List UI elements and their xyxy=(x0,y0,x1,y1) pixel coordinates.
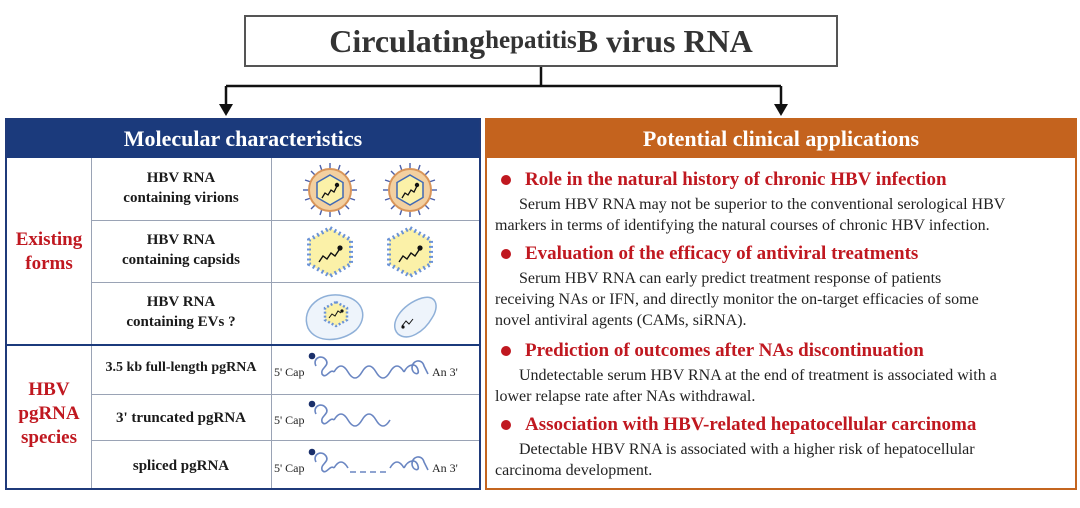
tail-label: An 3' xyxy=(432,365,458,379)
bullet-icon xyxy=(501,420,511,430)
illustrations xyxy=(302,162,438,341)
application-heading: Evaluation of the efficacy of antiviral … xyxy=(495,242,1067,266)
spliced-strand-3 xyxy=(389,461,405,469)
group-label-pgrna-species: HBV pgRNA species xyxy=(7,378,91,450)
row-label-capsids: HBV RNA containing capsids xyxy=(91,230,271,270)
application-line: receiving NAs or IFN, and directly monit… xyxy=(495,291,979,308)
truncated-strand xyxy=(333,413,391,427)
clinical-applications-panel: Potential clinical applications Role in … xyxy=(485,118,1077,490)
application-antiviral-efficacy: Evaluation of the efficacy of antiviral … xyxy=(495,242,1067,331)
application-nas-discontinuation: Prediction of outcomes after NAs discont… xyxy=(495,339,1067,407)
cap-dot-icon xyxy=(308,400,316,408)
group-label-line: HBV xyxy=(28,379,70,400)
capsid-icon xyxy=(387,226,433,278)
tail-label: An 3' xyxy=(432,461,458,475)
grid-hline-3 xyxy=(91,394,479,395)
row-label-line: containing capsids xyxy=(122,252,240,268)
title-part-1: Circulating xyxy=(329,22,486,59)
molecular-characteristics-panel: Molecular characteristics Existing forms… xyxy=(5,118,481,490)
molecular-characteristics-header: Molecular characteristics xyxy=(7,120,479,158)
cap-dot-icon xyxy=(308,448,316,456)
stem-loop-icon xyxy=(314,404,335,425)
bullet-icon xyxy=(501,249,511,259)
row-label-line: containing virions xyxy=(123,190,239,206)
cap-label: 5' Cap xyxy=(274,413,305,427)
pgrna-schematics: 5' Cap An 3' 5' Cap 5' Cap An 3' xyxy=(274,352,458,475)
stem-loop-icon xyxy=(403,360,429,375)
characteristics-table: Existing forms HBV pgRNA species HBV RNA… xyxy=(7,158,479,488)
bullet-icon xyxy=(501,346,511,356)
row-label-spliced-pgrna: spliced pgRNA xyxy=(132,458,230,474)
connector-arrows xyxy=(219,67,788,116)
application-line: lower relapse rate after NAs withdrawal. xyxy=(495,388,756,405)
capsid-icon xyxy=(307,226,353,278)
row-label-full-length-pgrna: 3.5 kb full-length pgRNA xyxy=(105,360,257,375)
full-length-strand xyxy=(333,365,405,379)
stem-loop-icon xyxy=(314,356,335,377)
application-heading-text: Prediction of outcomes after NAs discont… xyxy=(525,340,924,361)
grid-vline-2 xyxy=(271,158,272,488)
group-label-line: forms xyxy=(25,253,73,274)
application-heading-text: Association with HBV-related hepatocellu… xyxy=(525,414,977,435)
group-label-line: pgRNA xyxy=(18,403,80,424)
extracellular-vesicle-icon xyxy=(393,296,437,338)
application-heading-text: Evaluation of the efficacy of antiviral … xyxy=(525,243,919,264)
application-natural-history: Role in the natural history of chronic H… xyxy=(495,168,1067,236)
row-label-line: HBV RNA xyxy=(146,294,216,310)
group-label-line: species xyxy=(21,427,77,448)
application-body: Undetectable serum HBV RNA at the end of… xyxy=(495,365,1067,407)
row-label-virions: HBV RNA containing virions xyxy=(91,168,271,208)
group-separator xyxy=(7,344,479,346)
application-line: Undetectable serum HBV RNA at the end of… xyxy=(519,367,997,384)
application-line: markers in terms of identifying the natu… xyxy=(495,217,990,234)
grid-hline-2 xyxy=(91,282,479,283)
title-part-3: B virus RNA xyxy=(576,22,753,59)
application-line: Serum HBV RNA can early predict treatmen… xyxy=(519,270,942,287)
stem-loop-icon xyxy=(314,452,335,473)
application-line: Serum HBV RNA may not be superior to the… xyxy=(519,196,1006,213)
application-body: Serum HBV RNA may not be superior to the… xyxy=(495,194,1067,236)
application-line: novel antiviral agents (CAMs, siRNA). xyxy=(495,312,747,329)
cap-dot-icon xyxy=(308,352,316,360)
stem-loop-icon xyxy=(403,456,429,471)
application-body: Serum HBV RNA can early predict treatmen… xyxy=(495,268,1067,331)
extracellular-vesicle-icon xyxy=(305,294,364,341)
application-line: Detectable HBV RNA is associated with a … xyxy=(519,441,975,458)
left-arrowhead-icon xyxy=(219,104,233,116)
cap-label: 5' Cap xyxy=(274,365,305,379)
clinical-applications-header: Potential clinical applications xyxy=(487,120,1075,158)
cap-label: 5' Cap xyxy=(274,461,305,475)
grid-hline-1 xyxy=(91,220,479,221)
row-label-evs: HBV RNA containing EVs ? xyxy=(91,292,271,332)
title-part-2: hepatitis xyxy=(485,27,577,54)
application-heading: Association with HBV-related hepatocellu… xyxy=(495,413,1067,437)
row-label-line: containing EVs ? xyxy=(126,314,236,330)
row-label-line: HBV RNA xyxy=(146,232,216,248)
application-heading-text: Role in the natural history of chronic H… xyxy=(525,169,947,190)
application-line: carcinoma development. xyxy=(495,462,653,479)
virion-icon xyxy=(382,162,438,218)
right-arrowhead-icon xyxy=(774,104,788,116)
grid-vline-1 xyxy=(91,158,92,488)
application-heading: Role in the natural history of chronic H… xyxy=(495,168,1067,192)
application-body: Detectable HBV RNA is associated with a … xyxy=(495,439,1067,481)
spliced-strand-5 xyxy=(333,461,349,469)
application-hcc-association: Association with HBV-related hepatocellu… xyxy=(495,413,1067,481)
row-label-line: HBV RNA xyxy=(146,170,216,186)
diagram-title: Circulating hepatitis B virus RNA xyxy=(244,15,838,67)
group-label-line: Existing xyxy=(15,229,83,250)
row-label-truncated-pgrna: 3' truncated pgRNA xyxy=(116,410,246,426)
virion-icon xyxy=(302,162,358,218)
bullet-icon xyxy=(501,175,511,185)
grid-hline-4 xyxy=(91,440,479,441)
group-label-existing-forms: Existing forms xyxy=(7,228,91,276)
application-heading: Prediction of outcomes after NAs discont… xyxy=(495,339,1067,363)
